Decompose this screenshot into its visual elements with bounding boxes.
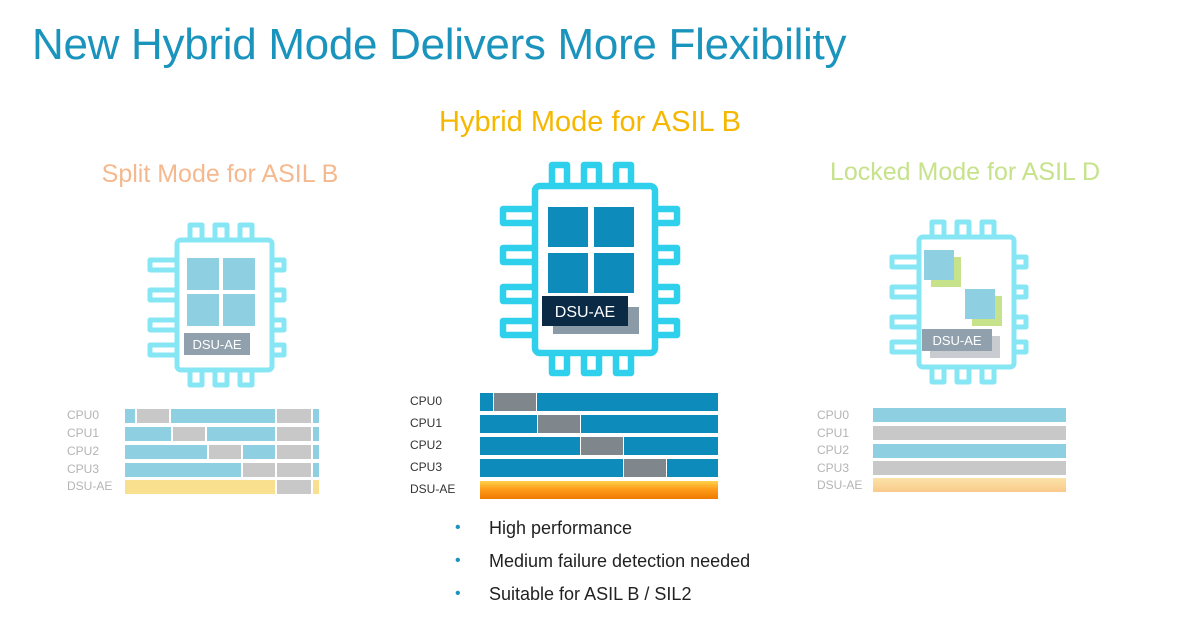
timeline-label: DSU-AE [817, 478, 863, 492]
timeline-label: DSU-AE [410, 482, 456, 496]
hybrid-mode-title: Hybrid Mode for ASIL B [439, 106, 741, 138]
locked-timeline: CPU0 CPU1 CPU2 CPU3 DSU-AE [817, 407, 1077, 497]
dsu-ae-bar [125, 480, 319, 494]
cpu1-bar [480, 415, 718, 433]
hybrid-dsu-label: DSU-AE [555, 304, 615, 321]
cpu1-bar [873, 426, 1066, 440]
timeline-label: CPU1 [67, 426, 100, 440]
timeline-label: CPU0 [67, 408, 100, 422]
cpu0-bar [873, 408, 1066, 422]
split-chip-icon: DSU-AE [147, 222, 287, 388]
cpu2-bar [125, 445, 319, 459]
timeline-label: CPU2 [67, 444, 100, 458]
timeline-label: CPU1 [410, 416, 443, 430]
split-dsu-label: DSU-AE [192, 337, 241, 352]
bullet-icon: • [455, 585, 461, 602]
hybrid-timeline: CPU0 CPU1 CPU2 CPU3 DSU-AE [410, 392, 720, 502]
timeline-label: CPU1 [817, 426, 850, 440]
dsu-ae-bar [873, 478, 1066, 492]
split-timeline: CPU0 CPU1 CPU2 CPU3 DSU-AE [67, 407, 327, 497]
timeline-label: CPU3 [410, 460, 443, 474]
cpu3-bar [480, 459, 718, 477]
timeline-label: CPU2 [817, 443, 850, 457]
timeline-label: DSU-AE [67, 479, 113, 493]
cpu2-bar [873, 444, 1066, 458]
hybrid-chip-icon: DSU-AE [499, 161, 681, 377]
timeline-label: CPU0 [817, 408, 850, 422]
cpu0-bar [480, 393, 718, 411]
cpu2-bar [480, 437, 718, 455]
bullet-icon: • [455, 519, 461, 536]
cpu3-bar [125, 463, 319, 477]
locked-dsu-label: DSU-AE [932, 333, 981, 348]
dsu-ae-bar [480, 481, 718, 499]
timeline-label: CPU0 [410, 394, 443, 408]
cpu3-bar [873, 461, 1066, 475]
timeline-label: CPU3 [817, 461, 850, 475]
split-mode-title: Split Mode for ASIL B [101, 160, 339, 188]
timeline-label: CPU2 [410, 438, 443, 452]
timeline-label: CPU3 [67, 462, 100, 476]
cpu0-bar [125, 409, 319, 423]
locked-chip-icon: DSU-AE [889, 219, 1029, 385]
slide-title: New Hybrid Mode Delivers More Flexibilit… [32, 20, 847, 69]
cpu1-bar [125, 427, 319, 441]
locked-mode-title: Locked Mode for ASIL D [829, 158, 1101, 186]
bullet-icon: • [455, 552, 461, 569]
